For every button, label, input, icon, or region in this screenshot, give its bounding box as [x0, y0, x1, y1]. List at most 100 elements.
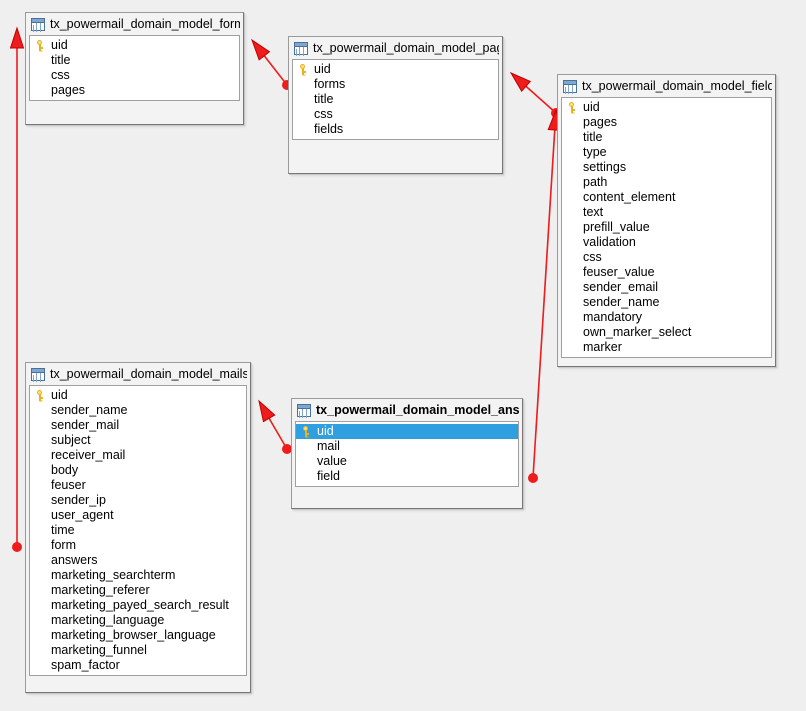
column-row[interactable]: text — [562, 205, 771, 220]
column-row[interactable]: css — [293, 107, 498, 122]
column-row[interactable]: validation — [562, 235, 771, 250]
column-icon-spacer — [565, 116, 579, 129]
column-row[interactable]: marketing_browser_language — [30, 628, 246, 643]
column-name-label: forms — [314, 77, 346, 91]
column-row[interactable]: title — [30, 53, 239, 68]
column-icon-spacer — [33, 644, 47, 657]
column-name-label: sender_name — [583, 295, 660, 309]
column-icon-spacer — [296, 78, 310, 91]
column-row[interactable]: uid — [293, 62, 498, 77]
column-icon-spacer — [565, 251, 579, 264]
column-name-label: value — [317, 454, 347, 468]
column-row[interactable]: marker — [562, 340, 771, 355]
column-row[interactable]: value — [296, 454, 518, 469]
column-icon-spacer — [33, 479, 47, 492]
column-row[interactable]: css — [30, 68, 239, 83]
column-row[interactable]: forms — [293, 77, 498, 92]
column-row[interactable]: mail — [296, 439, 518, 454]
relation-fields-pages — [509, 71, 561, 118]
column-row[interactable]: mandatory — [562, 310, 771, 325]
column-row[interactable]: fields — [293, 122, 498, 137]
key-icon — [296, 63, 310, 76]
column-row[interactable]: feuser_value — [562, 265, 771, 280]
column-row[interactable]: uid — [296, 424, 518, 439]
column-row[interactable]: feuser — [30, 478, 246, 493]
column-row[interactable]: content_element — [562, 190, 771, 205]
column-icon-spacer — [299, 455, 313, 468]
entity-title-label: tx_powermail_domain_model_forms — [50, 17, 240, 31]
column-row[interactable]: pages — [562, 115, 771, 130]
entity-title-label: tx_powermail_domain_model_mails — [50, 367, 247, 381]
column-row[interactable]: marketing_funnel — [30, 643, 246, 658]
column-name-label: marketing_referer — [51, 583, 150, 597]
column-row[interactable]: own_marker_select — [562, 325, 771, 340]
column-row[interactable]: path — [562, 175, 771, 190]
column-row[interactable]: spam_factor — [30, 658, 246, 673]
column-row[interactable]: marketing_language — [30, 613, 246, 628]
column-row[interactable]: marketing_referer — [30, 583, 246, 598]
column-row[interactable]: settings — [562, 160, 771, 175]
column-row[interactable]: sender_ip — [30, 493, 246, 508]
column-row[interactable]: field — [296, 469, 518, 484]
column-row[interactable]: sender_name — [30, 403, 246, 418]
column-icon-spacer — [296, 123, 310, 136]
column-name-label: sender_ip — [51, 493, 106, 507]
table-grid-icon — [31, 17, 45, 31]
column-icon-spacer — [33, 524, 47, 537]
column-name-label: path — [583, 175, 608, 189]
column-row[interactable]: uid — [30, 388, 246, 403]
column-row[interactable]: subject — [30, 433, 246, 448]
relation-forms-mails — [9, 26, 25, 552]
column-name-label: time — [51, 523, 75, 537]
column-row[interactable]: user_agent — [30, 508, 246, 523]
column-icon-spacer — [565, 206, 579, 219]
column-row[interactable]: sender_name — [562, 295, 771, 310]
column-row[interactable]: title — [293, 92, 498, 107]
column-row[interactable]: time — [30, 523, 246, 538]
column-row[interactable]: form — [30, 538, 246, 553]
relation-endpoint-dot — [528, 473, 538, 483]
column-name-label: field — [317, 469, 340, 483]
relation-line — [520, 81, 557, 114]
key-icon — [565, 101, 579, 114]
column-name-label: validation — [583, 235, 636, 249]
column-icon-spacer — [33, 599, 47, 612]
column-row[interactable]: title — [562, 130, 771, 145]
column-row[interactable]: uid — [30, 38, 239, 53]
column-row[interactable]: prefill_value — [562, 220, 771, 235]
column-icon-spacer — [33, 509, 47, 522]
column-row[interactable]: sender_email — [562, 280, 771, 295]
table-grid-icon — [294, 41, 308, 55]
column-name-label: css — [314, 107, 333, 121]
column-row[interactable]: answers — [30, 553, 246, 568]
column-icon-spacer — [33, 464, 47, 477]
column-name-label: css — [51, 68, 70, 82]
column-icon-spacer — [565, 161, 579, 174]
column-row[interactable]: receiver_mail — [30, 448, 246, 463]
column-icon-spacer — [33, 69, 47, 82]
column-row[interactable]: marketing_searchterm — [30, 568, 246, 583]
column-row[interactable]: body — [30, 463, 246, 478]
column-name-label: text — [583, 205, 604, 219]
column-row[interactable]: uid — [562, 100, 771, 115]
column-row[interactable]: pages — [30, 83, 239, 98]
column-row[interactable]: marketing_payed_search_result — [30, 598, 246, 613]
column-row[interactable]: sender_mail — [30, 418, 246, 433]
column-icon-spacer — [565, 146, 579, 159]
column-row[interactable]: type — [562, 145, 771, 160]
relation-arrowhead — [258, 399, 276, 423]
column-row[interactable]: css — [562, 250, 771, 265]
column-name-label: css — [583, 250, 602, 264]
column-name-label: pages — [583, 115, 618, 129]
column-icon-spacer — [33, 84, 47, 97]
